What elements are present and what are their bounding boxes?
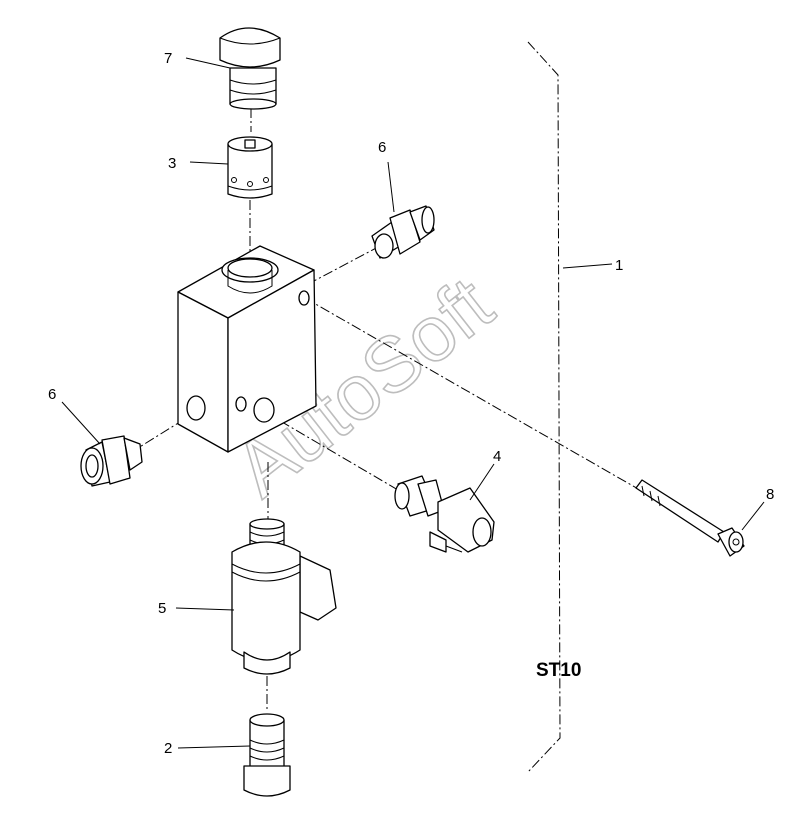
part-5-solenoid — [231, 518, 337, 675]
callout-4: 4 — [493, 448, 501, 465]
callout-leaders — [61, 57, 765, 749]
part-7-cap — [219, 27, 281, 110]
callout-8: 8 — [766, 486, 774, 503]
callout-3: 3 — [168, 155, 176, 172]
part-6-fitting-upper — [371, 205, 435, 259]
callout-6-upper: 6 — [378, 139, 386, 156]
callout-7: 7 — [164, 50, 172, 67]
frame-label: ST10 — [536, 660, 581, 681]
part-4-pressure-switch — [394, 475, 495, 553]
part-1-valve-block — [177, 245, 317, 453]
callout-1: 1 — [615, 257, 623, 274]
part-6-fitting-left — [80, 435, 143, 487]
part-8-screw — [635, 479, 745, 557]
assembly-frame-line — [527, 41, 561, 773]
callout-6-left: 6 — [48, 386, 56, 403]
callout-2: 2 — [164, 740, 172, 757]
part-3-sleeve — [227, 136, 273, 199]
part-2-nipple — [243, 713, 291, 797]
callout-5: 5 — [158, 600, 166, 617]
